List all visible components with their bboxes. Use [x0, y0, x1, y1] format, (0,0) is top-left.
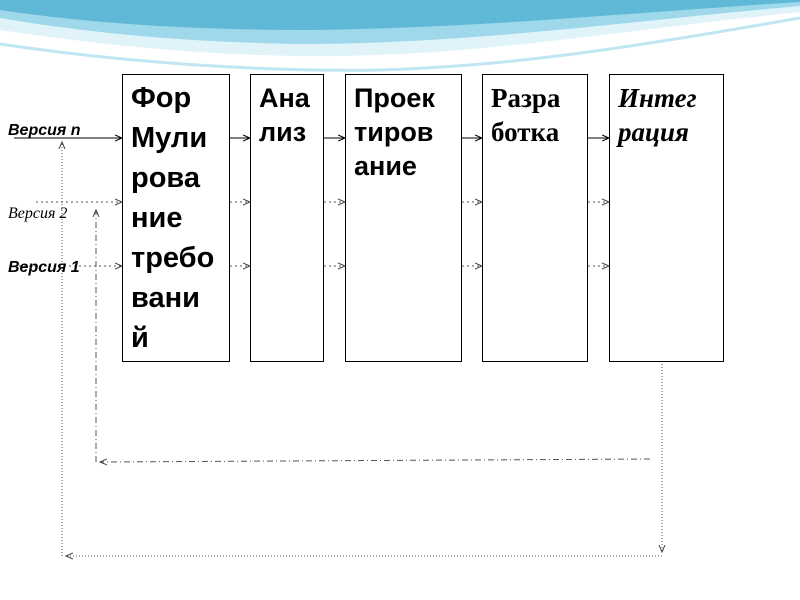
stage-box-analysis: Ана лиз — [250, 74, 324, 362]
feedback-loop-version-2 — [96, 210, 651, 462]
stage-label-design: Проек тиров ание — [354, 83, 435, 181]
header-wave-decoration — [0, 0, 800, 72]
stage-label-analysis: Ана лиз — [259, 83, 310, 147]
version-label-2: Версия 2 — [8, 205, 68, 222]
version-label-n: Версия n — [8, 122, 81, 139]
stage-box-requirements: Фор Мули рова ние требо вани й — [122, 74, 230, 362]
stage-box-development: Разра ботка — [482, 74, 588, 362]
feedback-loop-version-n — [62, 142, 662, 556]
stage-box-integration: Интег рация — [609, 74, 724, 362]
stage-label-requirements: Фор Мули рова ние требо вани й — [131, 82, 215, 354]
stage-box-design: Проек тиров ание — [345, 74, 462, 362]
version-label-1: Версия 1 — [8, 259, 80, 276]
stage-label-integration: Интег рация — [618, 83, 697, 147]
stage-label-development: Разра ботка — [491, 83, 561, 147]
